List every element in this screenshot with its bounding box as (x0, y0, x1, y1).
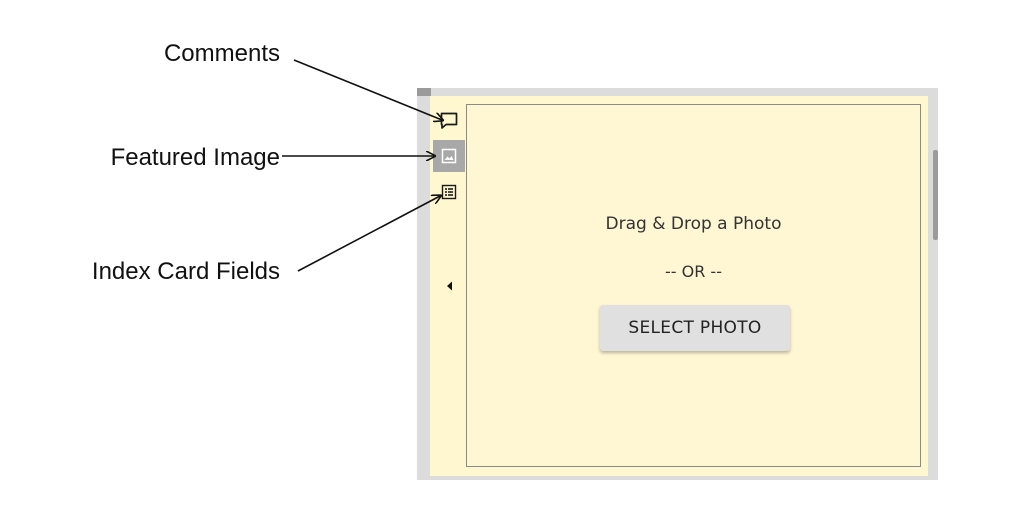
callout-featured-image: Featured Image (110, 144, 280, 171)
collapse-panel-button[interactable] (440, 274, 460, 298)
scrollbar-thumb[interactable] (933, 150, 938, 240)
scrollbar-track[interactable] (928, 96, 938, 476)
dropzone-or-separator: -- OR -- (665, 262, 722, 281)
comments-tab[interactable] (435, 107, 463, 135)
image-icon (441, 148, 457, 164)
dropzone-title: Drag & Drop a Photo (605, 214, 782, 234)
list-icon (441, 184, 457, 200)
index-card-fields-tab[interactable] (435, 178, 463, 206)
photo-dropzone[interactable] (466, 104, 921, 467)
select-photo-button[interactable]: SELECT PHOTO (600, 305, 790, 351)
panel-top-edge (417, 88, 431, 96)
callout-index-card-fields: Index Card Fields (91, 258, 280, 285)
featured-image-tab[interactable] (433, 140, 465, 172)
callout-comments: Comments (163, 40, 280, 67)
comment-icon (440, 112, 458, 129)
panel-bottom-edge (430, 476, 938, 480)
caret-left-icon (447, 281, 452, 291)
